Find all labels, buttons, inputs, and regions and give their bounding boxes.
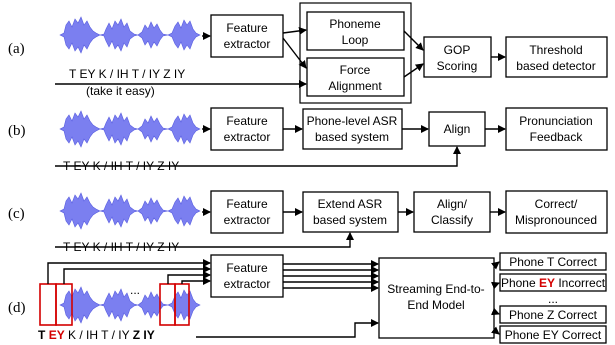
svg-text:Phone T Correct: Phone T Correct	[509, 255, 597, 269]
model-to-output-lines	[491, 261, 500, 335]
svg-text:extractor: extractor	[224, 37, 271, 51]
svg-text:based system: based system	[313, 213, 387, 227]
svg-text:Loop: Loop	[342, 33, 369, 47]
svg-text:Phone Z Correct: Phone Z Correct	[509, 308, 598, 322]
phoneme-loop-box: Phoneme Loop	[306, 11, 405, 51]
svg-text:End Model: End Model	[407, 298, 464, 312]
take-it-easy-text: (take it easy)	[86, 84, 155, 98]
tap-lines	[47, 259, 211, 285]
svg-text:Streaming End-to-: Streaming End-to-	[387, 282, 484, 296]
svg-text:extractor: extractor	[224, 213, 271, 227]
threshold-detector-box: Threshold based detector	[505, 36, 608, 78]
feature-extractor-d: Feature extractor	[210, 254, 284, 298]
align-classify-box: Align/ Classify	[413, 191, 491, 233]
frame-a	[299, 2, 412, 104]
svg-text:Scoring: Scoring	[437, 59, 478, 73]
feature-extractor-c: Feature extractor	[210, 190, 284, 234]
svg-text:GOP: GOP	[444, 43, 471, 57]
svg-text:Classify: Classify	[431, 213, 473, 227]
svg-text:Phone-level ASR: Phone-level ASR	[307, 114, 398, 128]
output-phone-z: Phone Z Correct	[499, 305, 607, 324]
feature-to-model-lines	[283, 260, 379, 292]
svg-text:Feature: Feature	[226, 261, 268, 275]
row-label-c: (c)	[8, 206, 25, 222]
svg-text:Alignment: Alignment	[328, 79, 382, 93]
correct-mispronounced-box: Correct/ Mispronounced	[505, 190, 608, 234]
feature-extractor-b: Feature extractor	[210, 107, 284, 151]
svg-text:Mispronounced: Mispronounced	[515, 213, 597, 227]
svg-text:Feature: Feature	[226, 197, 268, 211]
svg-text:Phone EY Incorrect: Phone EY Incorrect	[501, 276, 606, 290]
phones-text-d: T EY K / IH T / IY Z IY	[38, 328, 155, 342]
align-box-b: Align	[428, 111, 486, 147]
phones-text-a: T EY K / IH T / IY Z IY	[69, 67, 185, 81]
svg-text:Align: Align	[444, 122, 471, 136]
extend-asr-box: Extend ASR based system	[302, 191, 399, 233]
svg-text:Threshold: Threshold	[529, 43, 582, 57]
svg-text:Feedback: Feedback	[530, 130, 584, 144]
svg-text:Phoneme: Phoneme	[329, 17, 381, 31]
svg-text:Feature: Feature	[226, 114, 268, 128]
ellipsis-d: ...	[130, 283, 140, 297]
pronunciation-feedback-box: Pronunciation Feedback	[505, 107, 608, 151]
phone-asr-box: Phone-level ASR based system	[302, 108, 403, 150]
svg-text:Feature: Feature	[226, 21, 268, 35]
svg-text:based detector: based detector	[516, 59, 595, 73]
svg-text:Correct/: Correct/	[535, 197, 578, 211]
row-label-d: (d)	[8, 300, 26, 316]
waveform-b	[59, 110, 201, 148]
svg-text:Phone EY Correct: Phone EY Correct	[505, 328, 602, 342]
svg-text:Extend ASR: Extend ASR	[318, 197, 383, 211]
svg-text:Pronunciation: Pronunciation	[519, 114, 592, 128]
svg-text:Align/: Align/	[437, 197, 468, 211]
output-phone-ey-incorrect: Phone EY Incorrect	[499, 273, 607, 292]
gop-scoring-box: GOP Scoring	[423, 36, 492, 78]
output-phone-ey-correct: Phone EY Correct	[499, 325, 607, 344]
ellipsis-outputs: ...	[548, 292, 558, 306]
waveform-c	[59, 192, 201, 230]
svg-text:extractor: extractor	[224, 277, 271, 291]
row-label-b: (b)	[8, 123, 26, 139]
svg-text:Force: Force	[340, 63, 371, 77]
svg-text:based system: based system	[315, 130, 389, 144]
force-alignment-box: Force Alignment	[306, 57, 405, 97]
svg-text:extractor: extractor	[224, 130, 271, 144]
output-phone-t: Phone T Correct	[499, 252, 607, 271]
waveform-a	[59, 16, 201, 54]
row-label-a: (a)	[8, 41, 25, 57]
feature-extractor-a: Feature extractor	[210, 14, 284, 58]
streaming-e2e-box: Streaming End-to- End Model	[378, 257, 495, 339]
